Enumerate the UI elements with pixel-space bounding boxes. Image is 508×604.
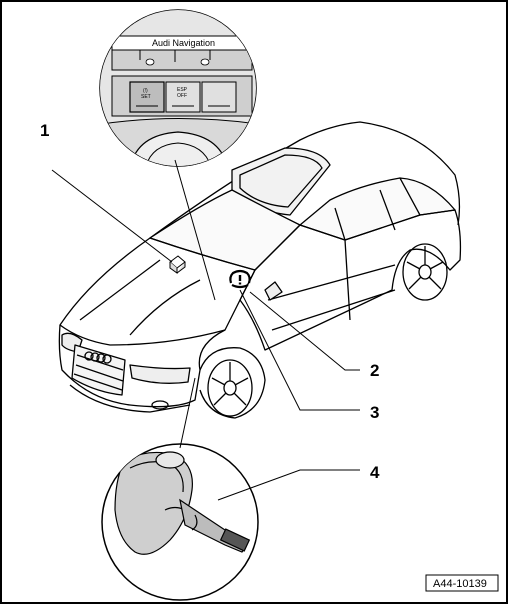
leader-line-2 xyxy=(249,291,360,371)
tpms-icon-small: (!) xyxy=(143,88,148,94)
control-unit-icon xyxy=(169,255,186,274)
leader-line-3 xyxy=(239,289,360,411)
audi-rings-logo xyxy=(84,351,112,364)
callout-2: 2 xyxy=(370,361,379,380)
callout-1: 1 xyxy=(40,121,49,140)
esp-label: ESP xyxy=(177,87,188,93)
rear-wheel xyxy=(402,243,448,301)
leader-line-1 xyxy=(51,169,173,263)
car-illustration xyxy=(58,121,462,419)
leader-sensor xyxy=(179,377,196,449)
tpms-warning-icon xyxy=(229,269,251,289)
leader-dash-panel xyxy=(174,159,216,301)
leader-lines xyxy=(51,159,360,501)
off-label: OFF xyxy=(177,93,187,99)
front-wheel xyxy=(199,347,266,419)
figure-ref: A44-10139 xyxy=(433,578,487,590)
leader-line-4 xyxy=(217,469,360,501)
dash-panel-detail: Audi Navigation (!) SET ESP OFF xyxy=(99,9,257,167)
tire-pressure-sensor-detail xyxy=(101,443,259,601)
callout-4: 4 xyxy=(370,463,380,482)
figure-ref-box xyxy=(425,574,499,592)
esp-off-button xyxy=(165,81,201,113)
nav-label: Audi Navigation xyxy=(152,38,215,48)
set-button xyxy=(129,81,165,113)
set-label: SET xyxy=(141,94,151,100)
callout-3: 3 xyxy=(370,403,379,422)
